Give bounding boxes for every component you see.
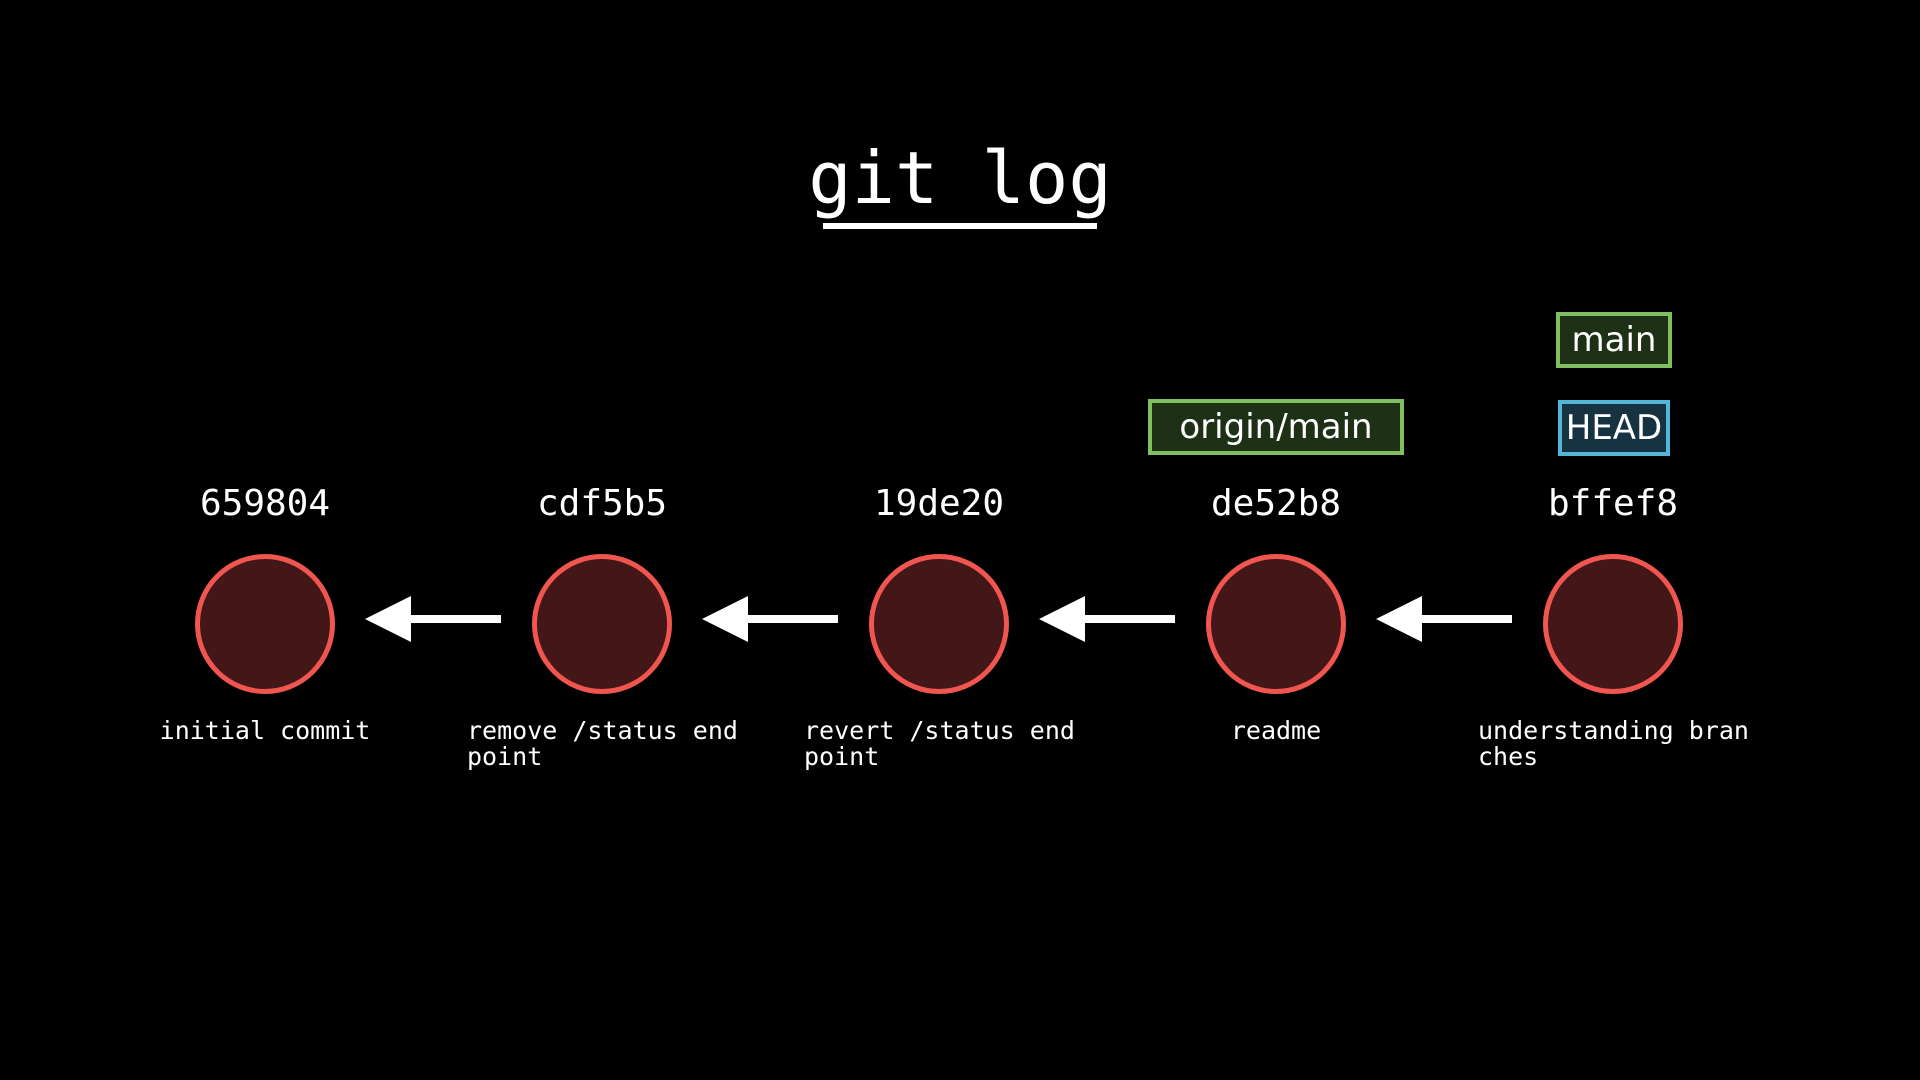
parent-arrow-icon [702,596,838,642]
parent-arrow-icon [365,596,501,642]
head-label[interactable]: HEAD [1558,400,1670,456]
commit-hash-cdf5b5: cdf5b5 [536,483,668,524]
parent-arrow-icon [1039,596,1175,642]
commit-message-19de20: revert /status endpoint [804,716,1075,771]
commit-node-19de20[interactable] [869,554,1009,694]
commit-message-659804: initial commit [159,716,371,745]
commit-message-cdf5b5: remove /status endpoint [467,716,738,771]
commit-node-cdf5b5[interactable] [532,554,672,694]
commit-hash-659804: 659804 [199,483,331,524]
commit-hash-19de20: 19de20 [873,483,1005,524]
commit-hash-de52b8: de52b8 [1210,483,1342,524]
page-title: git log [808,136,1112,220]
branch-label-origin-main[interactable]: origin/main [1148,399,1404,455]
commit-message-de52b8: readme [1230,716,1322,745]
parent-arrow-icon [1376,596,1512,642]
commit-node-bffef8[interactable] [1543,554,1683,694]
commit-message-bffef8: understanding branches [1478,716,1749,771]
commit-node-659804[interactable] [195,554,335,694]
branch-label-main[interactable]: main [1556,312,1672,368]
commit-hash-bffef8: bffef8 [1547,483,1679,524]
commit-node-de52b8[interactable] [1206,554,1346,694]
title-underline [823,223,1097,229]
